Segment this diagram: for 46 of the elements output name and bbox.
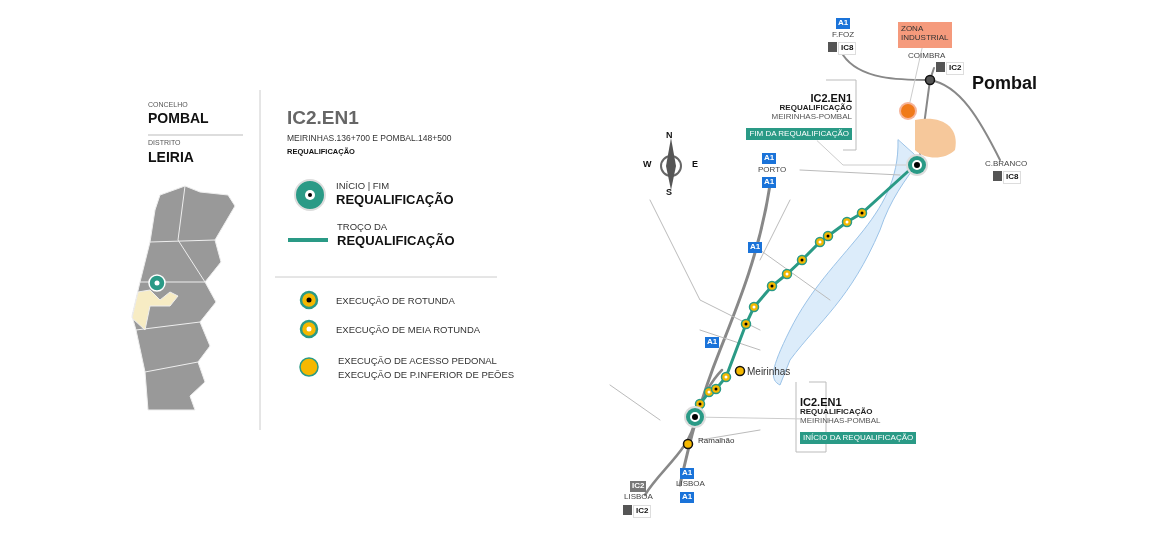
- road-shield: A1: [836, 18, 851, 29]
- leader-line: [816, 140, 909, 166]
- road-shield: A1: [762, 153, 777, 164]
- status-tag: FIM DA REQUALIFICAÇÃO: [746, 127, 852, 141]
- place-name: LEIRIA: [148, 150, 194, 166]
- road-shield: A1: [705, 337, 720, 348]
- legend-text: EXECUÇÃO DE ACESSO PEDONAL: [338, 356, 497, 367]
- compass-letter: W: [643, 160, 652, 170]
- town-name: Pombal: [972, 74, 1037, 94]
- road-sign: IC8: [838, 42, 857, 55]
- place-name: COIMBRA: [908, 52, 946, 61]
- place-name: Ramalhão: [698, 437, 735, 446]
- road-shield: A1: [762, 177, 777, 188]
- legend-text: EXECUÇÃO DE MEIA ROTUNDA: [336, 325, 481, 336]
- legend-text: EXECUÇÃO DE ROTUNDA: [336, 296, 455, 307]
- heading: IC2.EN1: [287, 108, 359, 129]
- leader-line: [703, 416, 801, 420]
- place-name: PORTO: [758, 166, 787, 175]
- place-name: F.FOZ: [832, 31, 855, 40]
- compass-letter: E: [692, 160, 698, 170]
- road-sign: IC2: [946, 62, 965, 75]
- leader-line: [909, 47, 923, 105]
- road-shield: A1: [748, 242, 763, 253]
- road-sign: IC8: [1003, 171, 1022, 184]
- place-name: C.BRANCO: [985, 160, 1028, 169]
- zone-label: ZONA INDUSTRIAL: [898, 22, 952, 48]
- town-name: Meirinhas: [747, 366, 791, 377]
- route-end-marker: [908, 156, 926, 174]
- callout-title: IC2.EN1: [800, 396, 842, 408]
- place-name: LISBOA: [624, 493, 653, 502]
- zone-marker: [901, 104, 915, 118]
- legend-text: TROÇO DA REQUALIFICAÇÃO: [337, 222, 455, 249]
- route-end-marker: [686, 408, 704, 426]
- place-name: POMBAL: [148, 111, 209, 127]
- road-sign: IC2: [633, 505, 652, 518]
- compass-letter: N: [666, 131, 673, 141]
- status-tag: INÍCIO DA REQUALIFICAÇÃO: [800, 431, 917, 445]
- callout-text: MEIRINHAS-POMBAL: [800, 416, 882, 426]
- compass-letter: S: [666, 188, 672, 198]
- legend-text: EXECUÇÃO DE P.INFERIOR DE PEÕES: [338, 370, 515, 381]
- callout-text: MEIRINHAS-POMBAL: [770, 112, 852, 122]
- road-shield: A1: [680, 492, 695, 503]
- legend-text: INÍCIO | FIM REQUALIFICAÇÃO: [336, 181, 454, 208]
- road-shield: IC2: [630, 481, 647, 492]
- subheading: MEIRINHAS.136+700 E POMBAL.148+500: [287, 134, 452, 144]
- road-shield: A1: [680, 468, 695, 479]
